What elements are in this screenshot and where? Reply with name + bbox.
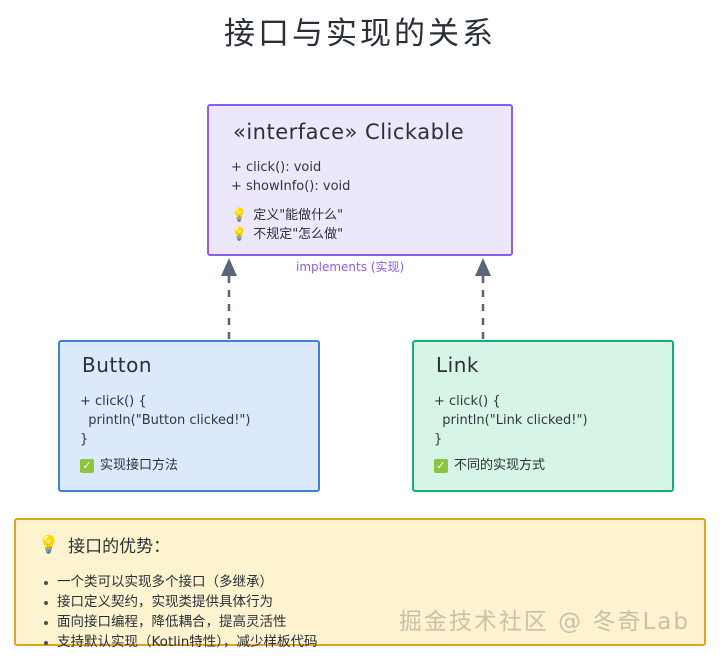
interface-note-0: 💡 定义"能做什么": [231, 206, 343, 225]
lightbulb-icon: 💡: [231, 227, 248, 242]
interface-note-text: 定义"能做什么": [253, 208, 344, 223]
link-note-text: 不同的实现方式: [454, 458, 546, 473]
button-class-note: ✓ 实现接口方法: [80, 456, 178, 475]
benefits-heading: 💡 接口的优势：: [38, 532, 171, 558]
page-title: 接口与实现的关系: [224, 16, 496, 52]
edge-label-implements: implements (实现): [296, 260, 405, 274]
realization-arrow-link: [475, 258, 491, 342]
benefits-list: 一个类可以实现多个接口（多继承） 接口定义契约，实现类提供具体行为 面向接口编程…: [42, 572, 318, 652]
link-note-line: ✓ 不同的实现方式: [434, 456, 545, 475]
link-class-name: Link: [436, 353, 479, 377]
interface-note-1: 💡 不规定"怎么做": [231, 225, 343, 244]
list-item: 接口定义契约，实现类提供具体行为: [42, 592, 318, 612]
link-class-note: ✓ 不同的实现方式: [434, 456, 545, 475]
check-icon: ✓: [434, 458, 448, 473]
interface-name: «interface» Clickable: [233, 120, 465, 144]
link-class-members: + click() { println("Link clicked!") }: [434, 394, 588, 447]
link-class-box[interactable]: Link + click() { println("Link clicked!"…: [412, 340, 674, 492]
list-item: 面向接口编程，降低耦合，提高灵活性: [42, 612, 318, 632]
button-class-name: Button: [82, 353, 152, 377]
interface-class-box[interactable]: «interface» Clickable + click(): void + …: [207, 104, 513, 256]
button-class-members: + click() { println("Button clicked!") }: [80, 394, 251, 447]
button-note-text: 实现接口方法: [100, 458, 179, 473]
button-note-line: ✓ 实现接口方法: [80, 456, 178, 475]
button-class-box[interactable]: Button + click() { println("Button click…: [58, 340, 320, 492]
check-icon: ✓: [80, 458, 94, 473]
benefits-heading-text: 接口的优势：: [68, 537, 171, 557]
realization-arrow-button: [221, 258, 237, 342]
interface-notes: 💡 定义"能做什么" 💡 不规定"怎么做": [231, 206, 343, 244]
list-item: 支持默认实现（Kotlin特性），减少样板代码: [42, 632, 318, 652]
interface-note-text: 不规定"怎么做": [253, 227, 344, 242]
list-item: 一个类可以实现多个接口（多继承）: [42, 572, 318, 592]
watermark: 掘金技术社区 @ 冬奇Lab: [398, 609, 690, 635]
lightbulb-icon: 💡: [38, 534, 60, 555]
benefits-callout: 💡 接口的优势： 一个类可以实现多个接口（多继承） 接口定义契约，实现类提供具体…: [14, 518, 706, 650]
lightbulb-icon: 💡: [231, 208, 248, 223]
interface-members: + click(): void + showInfo(): void: [231, 160, 351, 194]
